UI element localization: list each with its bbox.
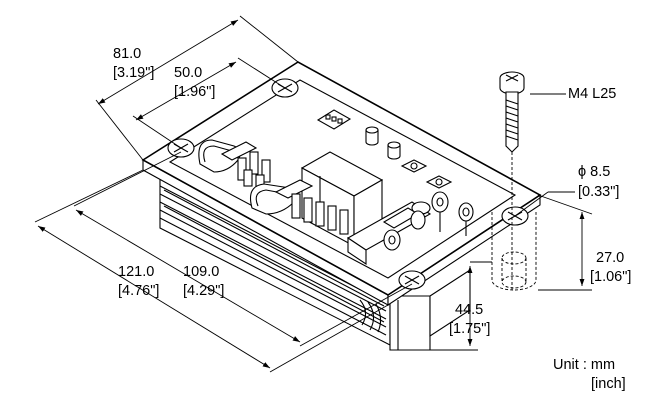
dimension-labels: 81.0 [3.19"] 50.0 [1.96"] 121.0 [4.76"] … [113,46,631,392]
dim-109-mm: 109.0 [183,264,219,280]
dim-121-inch: [4.76"] [118,283,159,299]
dim-dia-mm: ϕ 8.5 [578,164,610,180]
dimension-lines [34,15,593,373]
standoff-hidden [491,212,537,291]
dim-50-mm: 50.0 [174,65,202,81]
dim-50-inch: [1.96"] [174,84,215,100]
units-line2: [inch] [591,376,626,392]
dim-81-inch: [3.19"] [113,65,154,81]
dim-44-inch: [1.75"] [449,321,490,337]
dim-27-inch: [1.06"] [590,269,631,285]
dim-81-mm: 81.0 [113,46,141,62]
units-line1: Unit : mm [553,357,615,373]
dim-109-inch: [4.29"] [183,283,224,299]
dim-dia-inch: [0.33"] [578,184,619,200]
screw-label: M4 L25 [568,86,616,102]
m4-screw [499,71,525,290]
mounting-leg [389,268,471,351]
dim-44-mm: 44.5 [455,302,483,318]
dim-27-mm: 27.0 [596,250,624,266]
components [198,109,474,266]
dim-121-mm: 121.0 [118,264,154,280]
